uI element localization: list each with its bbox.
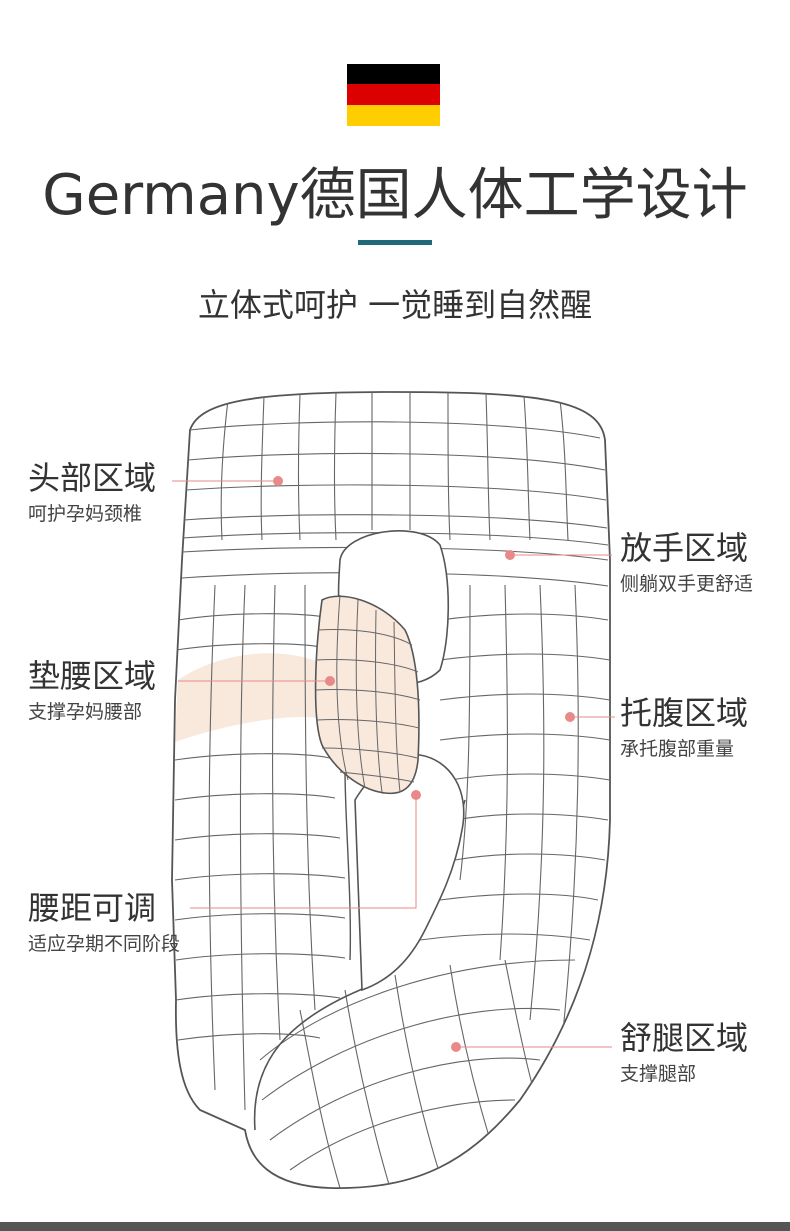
callout-title: 舒腿区域 — [620, 1019, 749, 1057]
callout-desc: 承托腹部重量 — [620, 738, 735, 760]
page-subtitle: 立体式呵护 一觉睡到自然醒 — [197, 286, 593, 324]
callout-title: 放手区域 — [620, 529, 749, 567]
callout-title: 垫腰区域 — [28, 657, 157, 695]
page-title: Germany德国人体工学设计 — [42, 163, 748, 228]
callout-desc: 呵护孕妈颈椎 — [28, 503, 143, 525]
callout-head-zone: 头部区域 呵护孕妈颈椎 — [28, 458, 156, 528]
callout-adjustable-waist: 腰距可调 适应孕期不同阶段 — [28, 888, 180, 958]
callout-desc: 适应孕期不同阶段 — [28, 933, 181, 955]
callout-title: 托腹区域 — [620, 694, 749, 732]
callout-title: 头部区域 — [28, 459, 157, 497]
callout-leg-zone: 舒腿区域 支撑腿部 — [620, 1018, 748, 1088]
germany-flag-icon — [347, 64, 440, 126]
callout-desc: 支撑孕妈腰部 — [28, 701, 143, 723]
bottom-divider — [0, 1222, 790, 1231]
callout-belly-zone: 托腹区域 承托腹部重量 — [620, 693, 748, 763]
callout-waist-zone: 垫腰区域 支撑孕妈腰部 — [28, 656, 156, 726]
callout-desc: 侧躺双手更舒适 — [620, 573, 754, 595]
callout-desc: 支撑腿部 — [620, 1063, 697, 1085]
callout-arm-zone: 放手区域 侧躺双手更舒适 — [620, 528, 753, 598]
callout-title: 腰距可调 — [28, 889, 157, 927]
title-divider — [358, 240, 432, 245]
